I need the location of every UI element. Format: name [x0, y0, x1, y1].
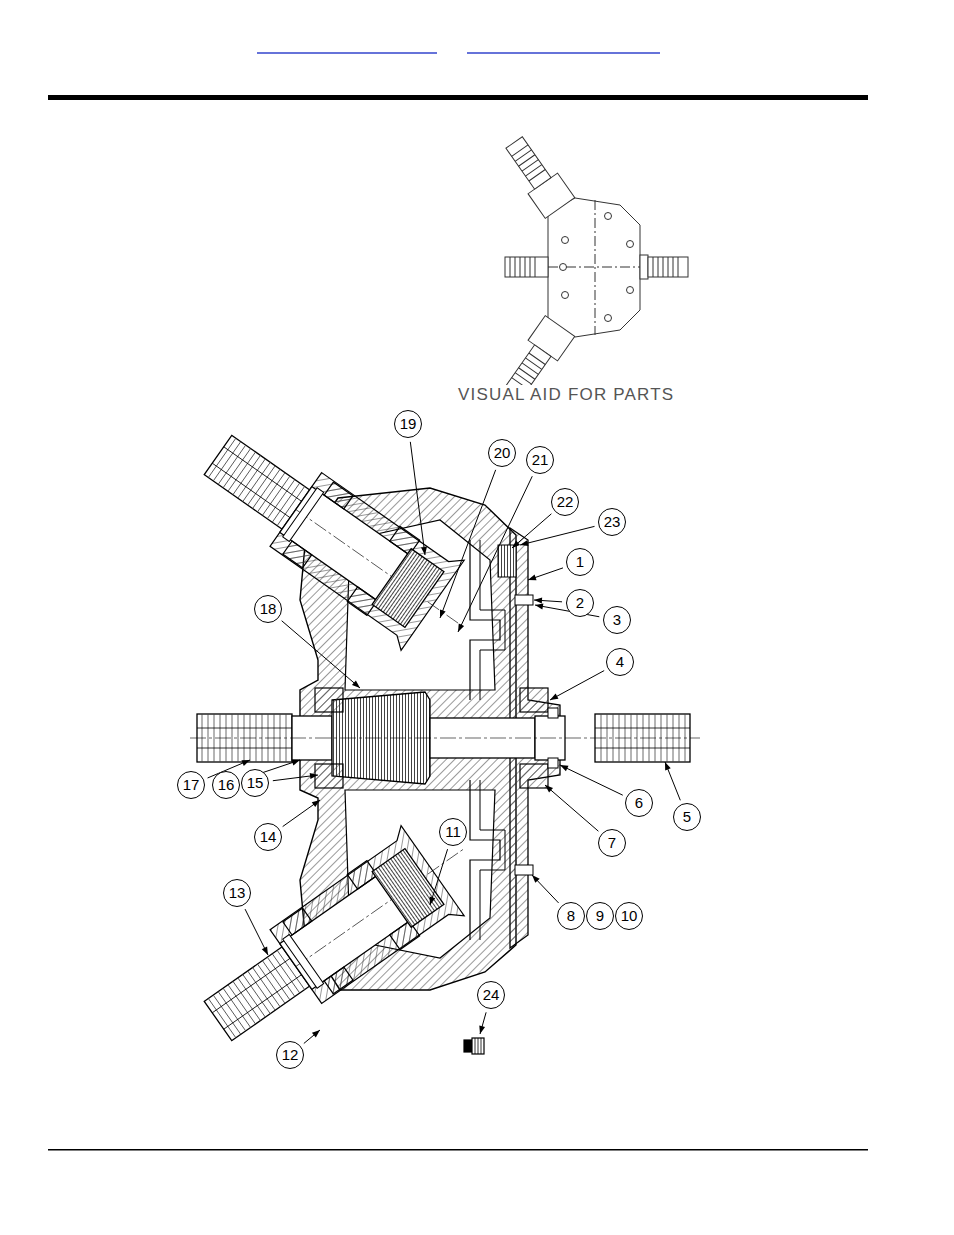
leader-arrowhead [520, 540, 528, 546]
callout-number: 19 [394, 410, 422, 438]
leader-arrowhead [430, 896, 436, 905]
callout-number: 6 [625, 789, 653, 817]
leader-line [545, 785, 598, 831]
callout-number: 23 [598, 508, 626, 536]
callout-number: 8 [557, 902, 585, 930]
leader-arrowhead [560, 765, 569, 771]
leader-arrowhead [479, 1025, 485, 1034]
leader-line [528, 568, 563, 580]
leader-line [245, 909, 268, 955]
leader-line [282, 621, 360, 688]
callout-number: 9 [586, 902, 614, 930]
leader-arrowhead [535, 603, 543, 609]
leader-arrowhead [512, 540, 520, 548]
callout-number: 4 [606, 648, 634, 676]
leader-line [480, 1012, 486, 1034]
leader-arrowhead [262, 947, 268, 955]
callout-number: 18 [254, 595, 282, 623]
leader-arrowhead [545, 785, 553, 793]
leader-arrowhead [532, 875, 540, 883]
leader-arrowhead [310, 773, 318, 779]
leader-line [665, 762, 680, 800]
leader-line [458, 476, 532, 632]
leader-line [512, 514, 551, 548]
leader-line [304, 1030, 320, 1043]
callout-number: 20 [488, 439, 516, 467]
callout-number: 11 [439, 818, 467, 846]
leader-line [560, 765, 623, 795]
callout-number: 10 [615, 902, 643, 930]
callout-number: 21 [526, 446, 554, 474]
leader-arrowhead [550, 694, 558, 700]
callout-number: 3 [603, 606, 631, 634]
leader-arrowhead [241, 760, 250, 766]
leader-line [430, 849, 448, 905]
leader-arrowhead [665, 762, 671, 771]
leader-line [440, 470, 496, 618]
leader-arrowhead [528, 575, 537, 581]
leader-line [283, 800, 320, 827]
callout-number: 7 [598, 829, 626, 857]
leader-arrowhead [534, 598, 542, 604]
callout-number: 15 [241, 769, 269, 797]
leader-line [532, 875, 559, 903]
leader-arrowhead [352, 681, 360, 688]
leader-arrowhead [458, 623, 464, 632]
callout-number: 13 [223, 879, 251, 907]
callout-number: 16 [212, 771, 240, 799]
leader-arrowhead [421, 547, 427, 555]
callout-number: 5 [673, 803, 701, 831]
callout-number: 22 [551, 488, 579, 516]
callout-number: 1 [566, 548, 594, 576]
leader-arrowhead [312, 800, 320, 807]
callout-number: 17 [177, 771, 205, 799]
callout-number: 14 [254, 823, 282, 851]
leader-line [520, 526, 595, 545]
view-caption: VISUAL AID FOR PARTS [458, 385, 674, 405]
leader-arrowhead [312, 1030, 320, 1037]
callout-number: 2 [566, 589, 594, 617]
leader-line [410, 442, 425, 555]
callout-number: 24 [477, 981, 505, 1009]
callout-number: 12 [276, 1041, 304, 1069]
leader-arrowhead [291, 760, 300, 766]
leader-arrowhead [440, 609, 446, 618]
leader-line [550, 671, 604, 700]
